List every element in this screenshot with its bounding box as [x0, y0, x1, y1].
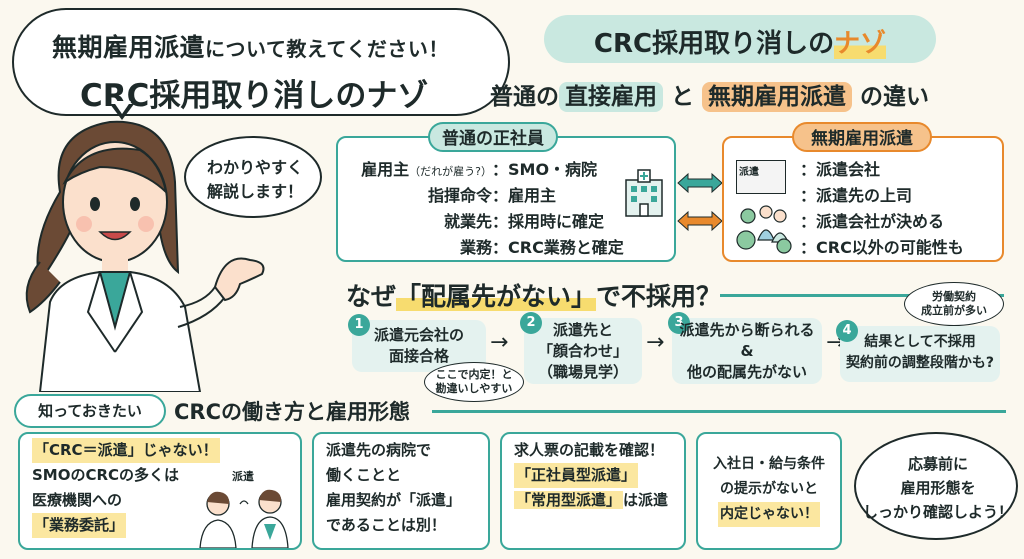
- step-4-number: 4: [836, 320, 858, 342]
- title-bubble: 無期雇用派遣について教えてください！ CRC採用取り消しのナゾ: [12, 8, 510, 116]
- title-line1: 無期雇用派遣について教えてください！: [52, 33, 449, 62]
- regular-employee-label: 普通の正社員: [428, 122, 558, 152]
- double-arrow-orange-icon: [677, 210, 723, 232]
- explain-line2: 解説します！: [206, 182, 303, 201]
- work-style-title: CRCの働き方と雇用形態: [174, 400, 410, 424]
- title-line2: CRC採用取り消しのナゾ: [80, 78, 429, 114]
- step-1: 1 派遣元会社の面接合格: [348, 314, 486, 372]
- dispatch-row-4: ：CRC以外の可能性も: [800, 238, 964, 257]
- dispatch-row-2: ：派遣先の上司: [800, 186, 913, 205]
- presenter-illustration: [25, 120, 265, 392]
- explain-line1: わかりやすく: [206, 158, 303, 177]
- header-pill: CRC採用取り消しのナゾ: [544, 15, 936, 63]
- flow-arrow-1-icon: →: [490, 330, 509, 355]
- dispatch-box: 無期雇用派遣 派遣 ：派遣会社 ：派遣先の上司 ：派遣会社が決める ：CRC以外…: [722, 122, 1004, 262]
- row-command: 指揮命令：雇用主: [427, 186, 557, 205]
- dispatch-office-icon: 派遣: [736, 160, 786, 194]
- why-divider: [720, 294, 1004, 297]
- end-bubble: 応募前に 雇用形態を しっかり確認しよう！: [854, 432, 1018, 540]
- step-2: 2 派遣先と「顔合わせ」（職場見学）: [520, 312, 642, 384]
- double-arrow-teal-icon: [677, 172, 723, 194]
- step-1-number: 1: [348, 314, 370, 336]
- dispatch-row-1: ：派遣会社: [800, 160, 881, 179]
- note-misunderstanding: ここで内定！と勘違いしやすい: [424, 362, 524, 402]
- card-job-listing: 求人票の記載を確認！ 「正社員型派遣」 「常用型派遣」は派遣: [500, 432, 686, 550]
- people-group-icon: [736, 205, 792, 254]
- dispatch-row-3: ：派遣会社が決める: [800, 212, 945, 231]
- dispatch-tag: 派遣: [232, 470, 254, 483]
- card-offer-conditions: 入社日・給与条件 の提示がないと 内定じゃない！: [696, 432, 842, 550]
- step-2-number: 2: [520, 312, 542, 334]
- note-contract: 労働契約成立前が多い: [904, 282, 1004, 326]
- step-3-number: 3: [668, 312, 690, 334]
- row-employer: 雇用主（だれが雇う?）：SMO・病院: [361, 160, 598, 179]
- step-3: 3 派遣先から断られる&他の配属先がない: [668, 312, 822, 384]
- step-4: 4 結果として不採用契約前の調整段階かも?: [836, 320, 1000, 382]
- row-duties: 業務：CRC業務と確定: [459, 238, 624, 257]
- card-not-dispatch: 「CRC＝派遣」じゃない！ SMOのCRCの多くは 医療機関への 「業務委託」 …: [18, 432, 302, 550]
- header-title: CRC採用取り消しの: [593, 29, 835, 59]
- know-pill: 知っておきたい: [14, 394, 166, 428]
- regular-employee-box: 普通の正社員 雇用主（だれが雇う?）：SMO・病院 指揮命令：雇用主 就業先：採…: [336, 122, 676, 262]
- header-title-accent: ナゾ: [834, 29, 887, 59]
- why-title: なぜ「配属先がない」で不採用？: [346, 282, 722, 311]
- hospital-icon: [625, 169, 663, 217]
- work-divider: [432, 410, 1006, 413]
- row-workplace: 就業先：採用時に確定: [443, 212, 605, 231]
- flow-arrow-2-icon: →: [646, 330, 665, 355]
- card-workplace-vs-contract: 派遣先の病院で 働くことと 雇用契約が「派遣」 であることは別！: [312, 432, 490, 550]
- tag-dispatch: 無期雇用派遣: [702, 82, 853, 112]
- two-people-icon: [199, 489, 289, 548]
- comparison-subhead: 普通の直接雇用 と 無期雇用派遣 の違い: [490, 82, 930, 112]
- explain-bubble: わかりやすく 解説します！: [184, 136, 322, 218]
- dispatch-label: 無期雇用派遣: [792, 122, 932, 152]
- tag-direct-employment: 直接雇用: [559, 82, 663, 112]
